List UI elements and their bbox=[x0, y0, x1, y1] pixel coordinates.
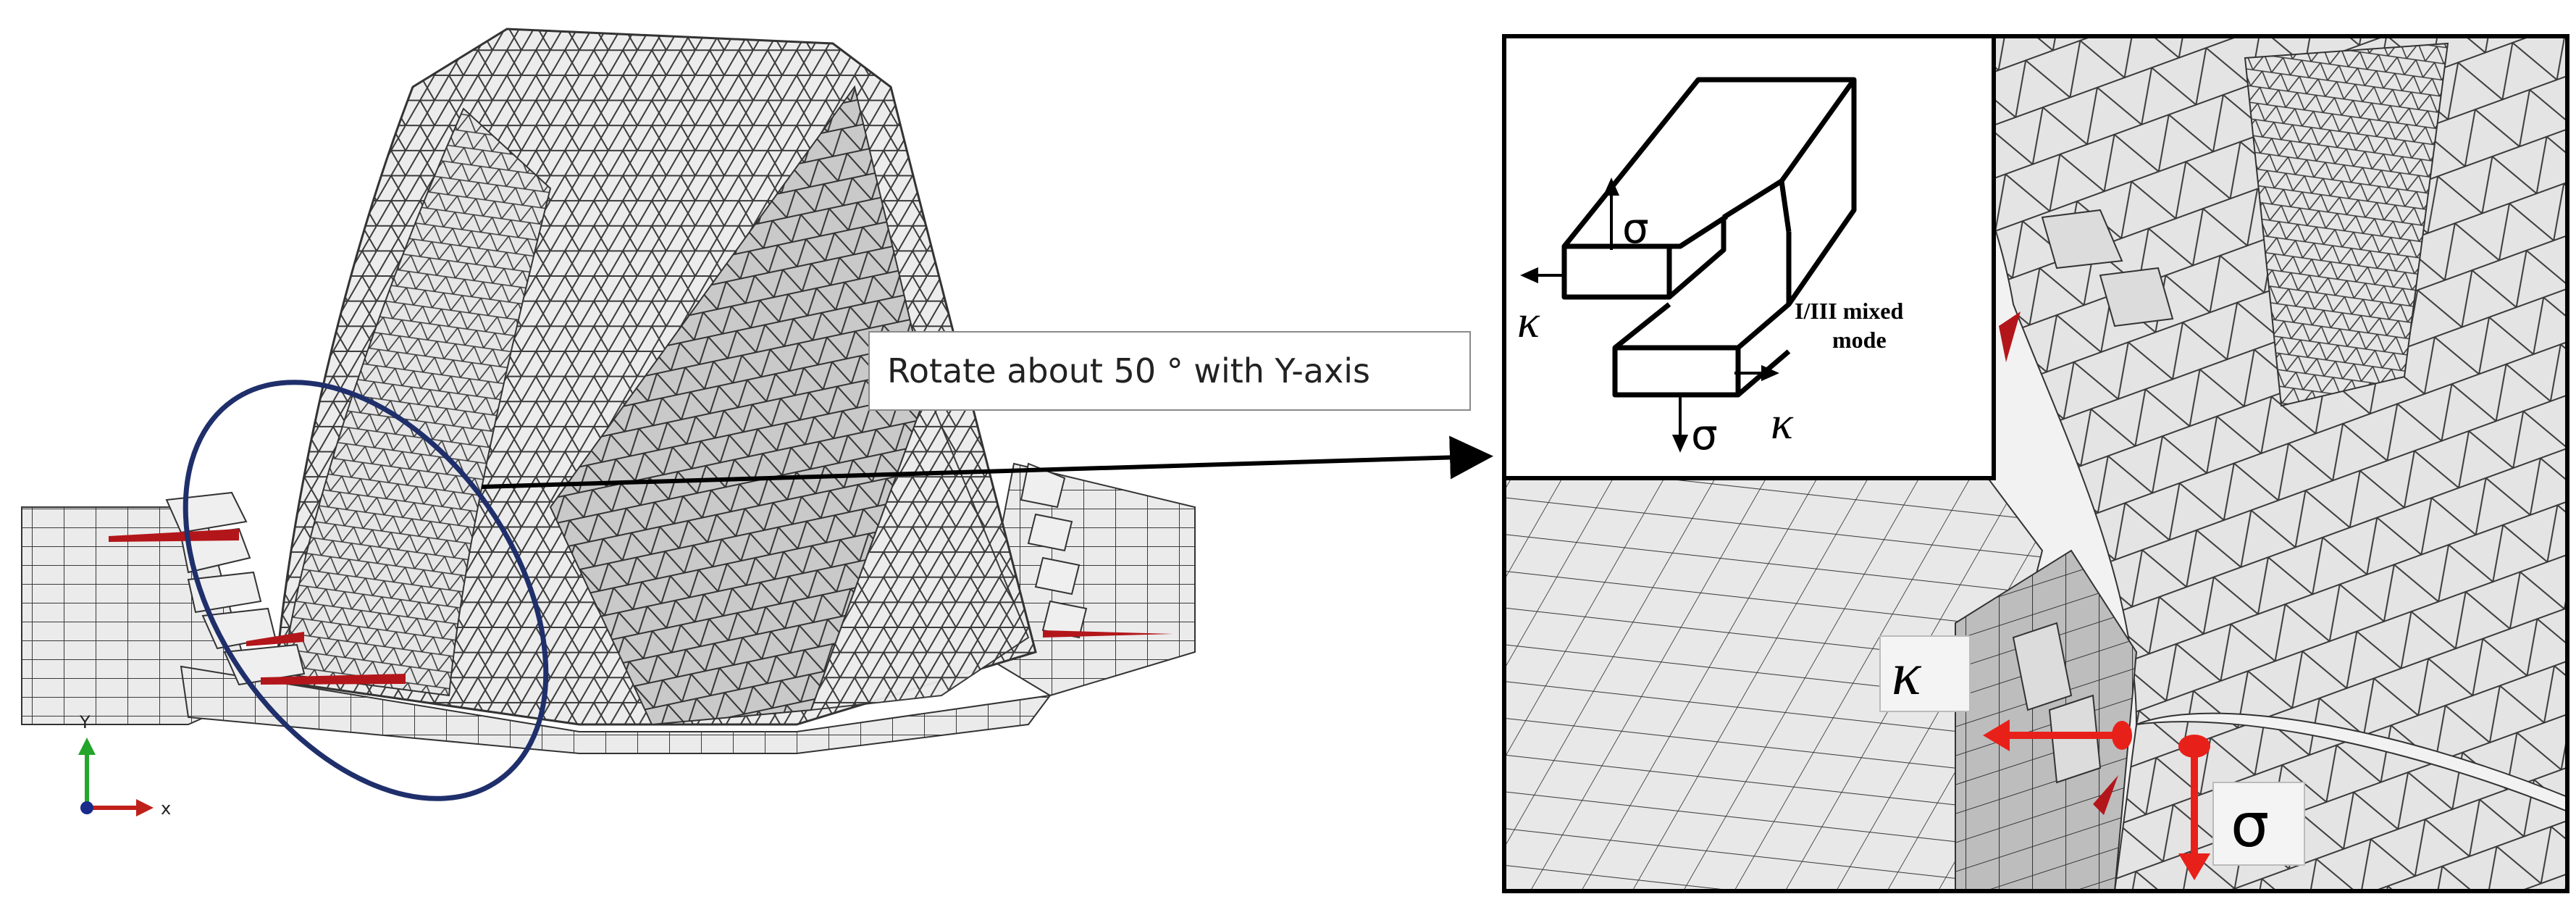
branch-fine-mesh bbox=[281, 107, 552, 697]
inset-force-arrows bbox=[1520, 177, 1779, 453]
callout-text: Rotate about 50 ° with Y-axis bbox=[887, 351, 1370, 390]
cracked-block-drawing bbox=[1561, 77, 1857, 398]
zoom-sigma-label: σ bbox=[2231, 790, 2269, 861]
triad-x-label: x bbox=[161, 798, 171, 819]
callout-box: Rotate about 50 ° with Y-axis bbox=[868, 331, 1471, 411]
plate-bottom-strip bbox=[180, 665, 1052, 754]
triad-y-arrow-icon bbox=[78, 738, 96, 755]
inset-sigma-down-arrow-icon bbox=[1671, 435, 1689, 453]
inset-sigma-up-arrow-icon bbox=[1603, 177, 1620, 196]
zoom-sigma-label-box: σ bbox=[2212, 782, 2305, 866]
inset-sigma-bottom: σ bbox=[1691, 410, 1718, 459]
sigma-arrowhead-icon bbox=[2178, 853, 2210, 880]
zoom-crack-tip-upper bbox=[1999, 312, 2021, 362]
kappa-arrowhead-icon bbox=[1983, 719, 2010, 751]
torn-elements-right bbox=[1020, 462, 1088, 639]
zoom-dense-mesh bbox=[2244, 42, 2449, 407]
branch-light-face bbox=[810, 389, 1030, 711]
zoom-kappa-label-box: κ bbox=[1879, 635, 1971, 712]
zoom-crack-face bbox=[1955, 549, 2138, 891]
inset-kappa-left-arrow-icon bbox=[1520, 267, 1538, 284]
triad-origin-icon bbox=[80, 801, 93, 814]
inset-kappa-right-arrow-icon bbox=[1761, 364, 1779, 382]
inset-kappa-right: κ bbox=[1771, 397, 1794, 448]
triad-x-arrow-icon bbox=[136, 799, 154, 816]
inset-sigma-top: σ bbox=[1622, 204, 1649, 253]
inset-mode-line2: mode bbox=[1832, 327, 1887, 353]
highlight-ellipse bbox=[182, 380, 549, 801]
triad-y-label: Y bbox=[79, 712, 91, 732]
inset-mode-line1: I/III mixed bbox=[1795, 298, 1903, 324]
zoom-kappa-label: κ bbox=[1892, 640, 1922, 708]
inset-schematic: σ κ I/III mixed mode σ κ bbox=[1502, 34, 1996, 480]
zoom-torn-flaps bbox=[2012, 209, 2174, 784]
zoom-sigma-arrow bbox=[2178, 735, 2210, 880]
leader-arrow bbox=[481, 435, 1493, 489]
zoom-crack-tip-lower bbox=[2093, 775, 2118, 815]
zoom-kappa-arrow bbox=[1983, 719, 2132, 751]
left-mesh-model bbox=[21, 28, 1196, 801]
axis-triad: Y x bbox=[78, 712, 171, 819]
crack-marks bbox=[109, 529, 1173, 685]
inset-kappa-left: κ bbox=[1517, 296, 1540, 347]
